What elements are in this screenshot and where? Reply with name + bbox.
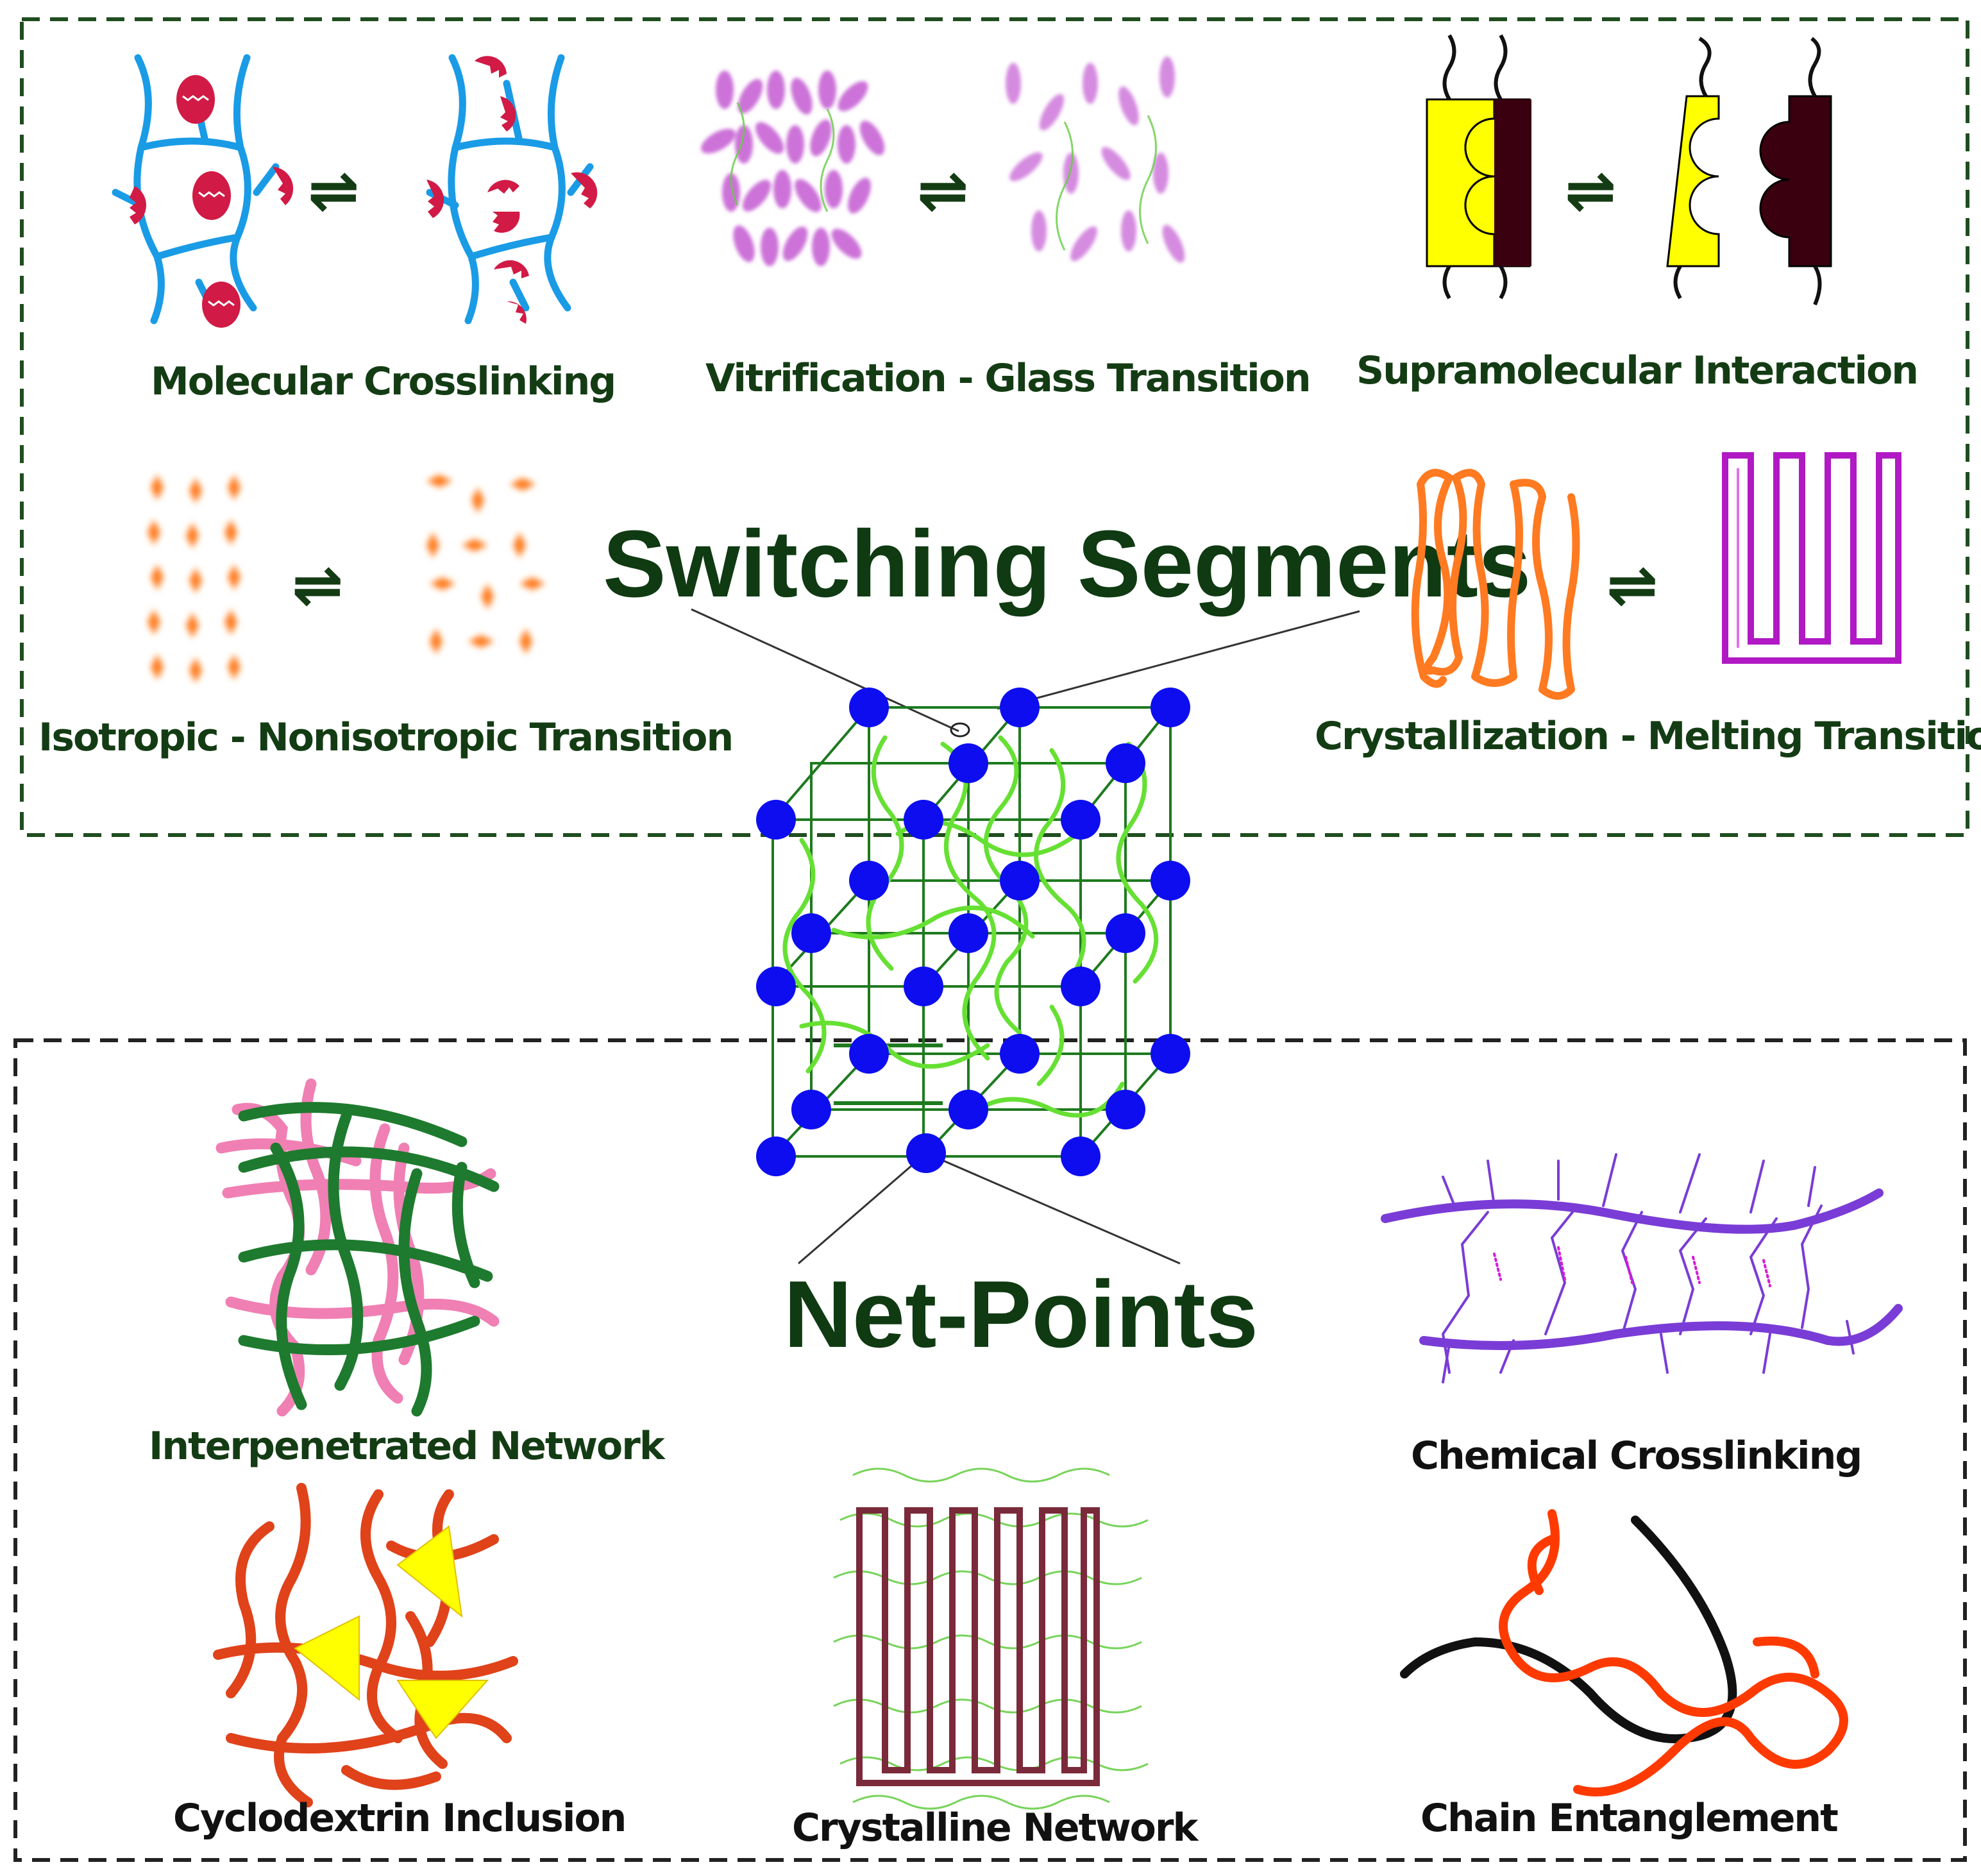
label-crystalline-network: Crystalline Network [792, 1805, 1199, 1850]
lattice-segment-marker [950, 722, 970, 738]
crystalline-network-chains [833, 1467, 1149, 1810]
crystallization-illustration-crystal [1722, 452, 1901, 664]
equilibrium-arrow-crystallization: ⇌ [1606, 549, 1658, 621]
chain-entanglement-illustration [1400, 1509, 1848, 1796]
equilibrium-arrow-isotropic: ⇌ [292, 549, 343, 621]
crystalline-network-lamella [856, 1507, 1100, 1786]
bottom-frame [13, 1038, 1967, 1862]
label-interpenetrated-network: Interpenetrated Network [149, 1424, 666, 1469]
isotropic-illustration [148, 475, 545, 683]
vitrification-illustration-rubbery [1006, 56, 1185, 263]
label-cyclodextrin-inclusion: Cyclodextrin Inclusion [173, 1796, 625, 1841]
crosslink-spheres [130, 56, 598, 328]
label-chain-entanglement: Chain Entanglement [1420, 1796, 1838, 1841]
label-supramolecular: Supramolecular Interaction [1356, 348, 1918, 393]
lattice-net-points [756, 688, 1190, 1176]
label-molecular-crosslinking: Molecular Crosslinking [151, 359, 615, 404]
crystallization-illustration-melt [1411, 469, 1580, 700]
title-net-points: Net-Points [784, 1262, 1258, 1367]
lattice-pointer-lines [691, 608, 1360, 1265]
cyclodextrin-inclusion-illustration [213, 1483, 518, 1807]
label-crystallization: Crystallization - Melting Transition [1315, 714, 1981, 759]
label-vitrification: Vitrification - Glass Transition [705, 356, 1310, 401]
vitrification-illustration-glassy [701, 71, 885, 266]
crosslink-sphere-marks [182, 95, 235, 307]
label-isotropic: Isotropic - Nonisotropic Transition [38, 715, 732, 760]
chemical-crosslinking-illustration [1381, 1153, 1903, 1383]
vitrification-chains [730, 102, 1157, 251]
interpenetrated-network-illustration [215, 1078, 500, 1417]
cyclodextrin-cones [294, 1525, 489, 1739]
equilibrium-arrow-crosslinking: ⇌ [308, 155, 359, 226]
supramolecular-illustration-bound [1426, 34, 1531, 300]
top-frame [20, 17, 1969, 837]
equilibrium-arrow-supramolecular: ⇌ [1565, 155, 1616, 226]
equilibrium-arrow-vitrification: ⇌ [917, 155, 968, 226]
title-switching-segments: Switching Segments [603, 511, 1531, 617]
supramolecular-illustration-separated [1666, 37, 1832, 306]
label-chemical-crosslinking: Chemical Crosslinking [1411, 1433, 1861, 1478]
